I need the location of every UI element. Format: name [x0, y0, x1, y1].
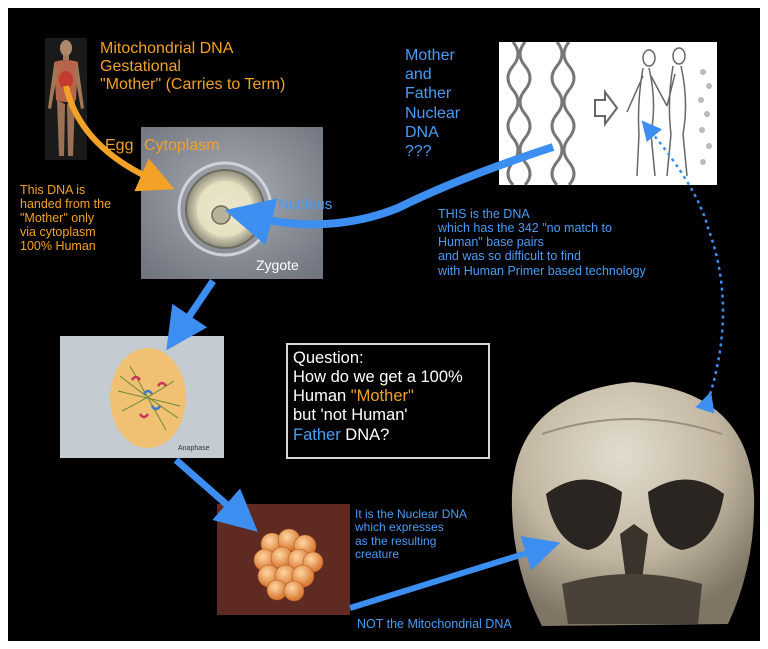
question-dna-text: DNA?: [341, 426, 390, 444]
question-box: Question: How do we get a 100% Human "Mo…: [286, 343, 490, 459]
handed-from-mother-note: This DNA is handed from the "Mother" onl…: [20, 183, 111, 253]
father-nuclear-dna-title: Mother and Father Nuclear DNA ???: [405, 46, 460, 161]
zygote-to-anaphase-arrow: [178, 281, 213, 333]
question-line-3: Human "Mother": [293, 387, 488, 406]
question-human-text: Human: [293, 387, 351, 405]
zygote-label: Zygote: [256, 258, 299, 274]
dotted-arrow: [648, 128, 723, 401]
diagram-canvas: Anaphase: [8, 8, 760, 641]
question-line-2: How do we get a 100%: [293, 368, 488, 387]
mito-egg-arrow: [66, 86, 158, 182]
cytoplasm-label: Cytoplasm: [144, 137, 220, 155]
this-is-the-dna-note: THIS is the DNA which has the 342 "no ma…: [438, 207, 646, 278]
question-line-5: Father DNA?: [293, 426, 488, 445]
nuclear-dna-expresses-note: It is the Nuclear DNA which expresses as…: [355, 508, 467, 562]
egg-label: Egg: [105, 137, 133, 155]
question-line-4: but 'not Human': [293, 406, 488, 425]
nucleus-label: Nucleus: [278, 197, 332, 214]
question-father-highlight: Father: [293, 426, 341, 444]
question-line-1: Question:: [293, 349, 488, 368]
question-mother-highlight: "Mother": [351, 387, 414, 405]
not-mitochondrial-dna-label: NOT the Mitochondrial DNA: [357, 617, 512, 631]
anaphase-to-morula-arrow: [176, 460, 242, 518]
mitochondrial-dna-title: Mitochondrial DNA Gestational "Mother" (…: [100, 40, 285, 94]
